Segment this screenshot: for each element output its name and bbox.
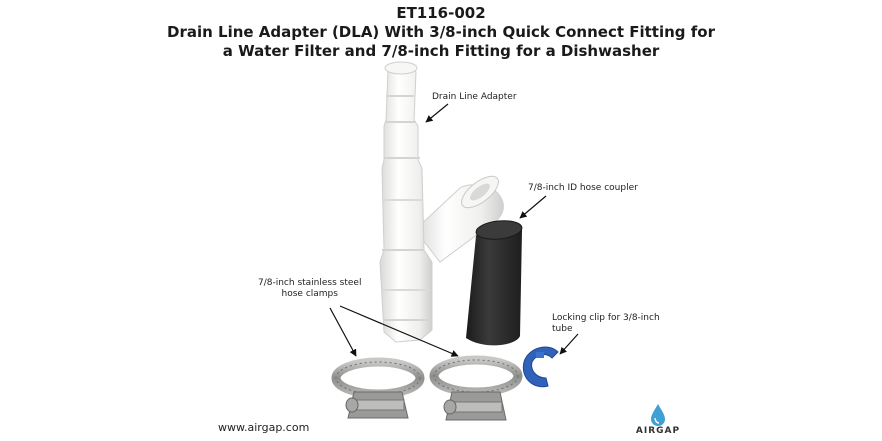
callout-locking-clip: Locking clip for 3/8-inch tube: [552, 313, 660, 335]
callout-hose-clamps-line1: 7/8-inch stainless steel: [258, 278, 362, 288]
hose-clamp-right: [429, 355, 523, 421]
hose-coupler: [466, 220, 523, 346]
title-line-2: Drain Line Adapter (DLA) With 3/8-inch Q…: [167, 23, 715, 41]
arrow-coupler: [519, 195, 547, 219]
title-line-3: a Water Filter and 7/8-inch Fitting for …: [222, 42, 660, 60]
callout-locking-clip-line1: Locking clip for 3/8-inch: [552, 313, 660, 323]
logo-text: AIRGAP: [635, 426, 681, 436]
hose-clamp-left: [331, 357, 425, 419]
callout-hose-coupler: 7/8-inch ID hose coupler: [528, 183, 638, 193]
arrow-dla: [425, 103, 449, 123]
page-title: ET116-002 Drain Line Adapter (DLA) With …: [0, 4, 882, 61]
website-url: www.airgap.com: [218, 421, 310, 434]
callout-drain-line-adapter: Drain Line Adapter: [432, 92, 517, 102]
water-drop-icon: [651, 404, 665, 426]
arrow-clamp-right: [339, 305, 459, 357]
arrow-clip: [559, 333, 579, 355]
product-code: ET116-002: [396, 4, 486, 22]
callout-hose-clamps-line2: hose clamps: [281, 289, 338, 299]
arrow-clamp-left: [329, 307, 357, 357]
locking-clip: [522, 346, 559, 388]
callout-hose-clamps: 7/8-inch stainless steel hose clamps: [258, 278, 361, 300]
callout-locking-clip-line2: tube: [552, 324, 573, 334]
drain-line-adapter: [379, 61, 504, 343]
airgap-logo: AIRGAP: [632, 400, 684, 440]
